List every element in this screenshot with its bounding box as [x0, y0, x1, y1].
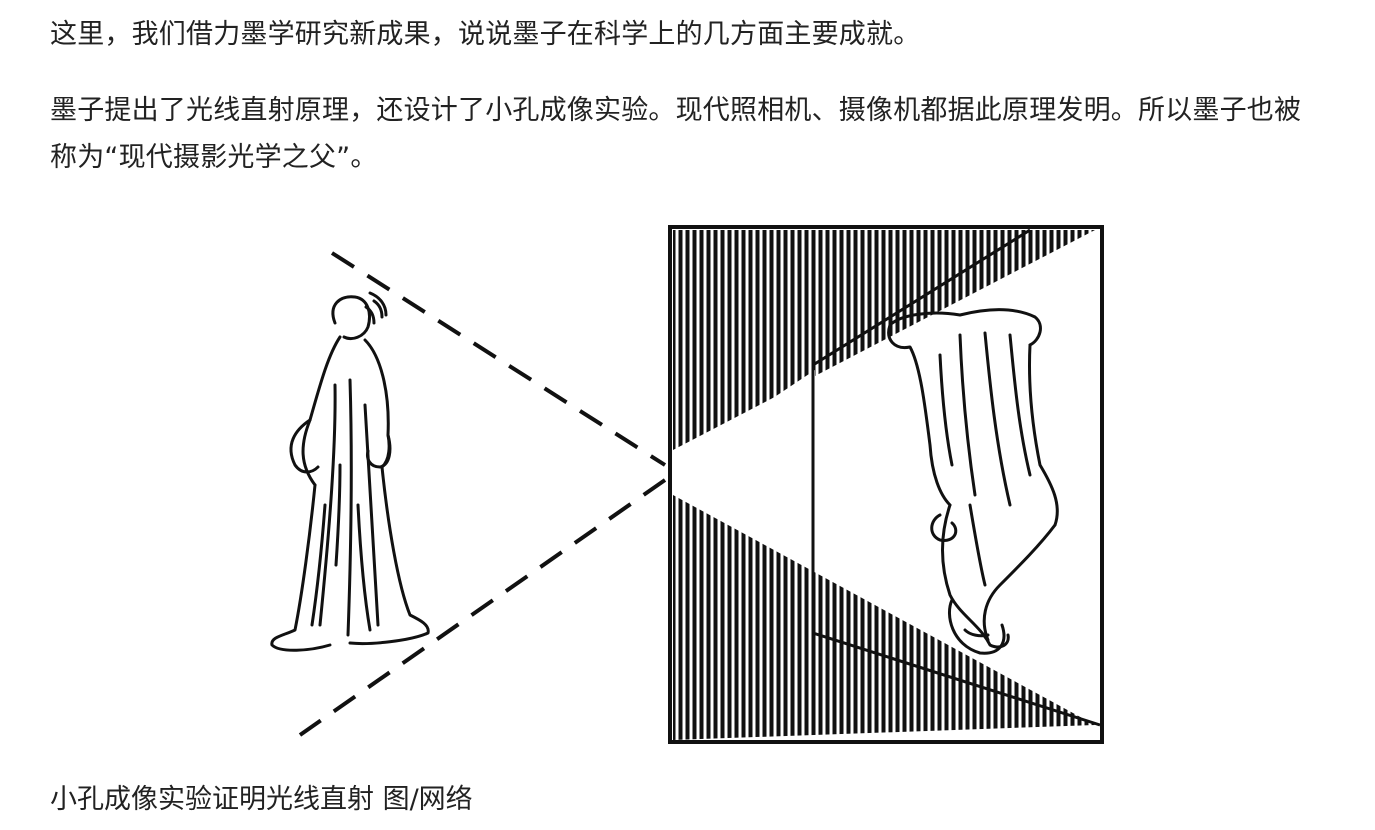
- paragraph-pinhole: 墨子提出了光线直射原理，还设计了小孔成像实验。现代照相机、摄像机都据此原理发明。…: [50, 95, 1302, 173]
- standing-figure: [270, 291, 430, 652]
- screen-box: [665, 225, 1104, 744]
- inverted-figure: [887, 308, 1059, 655]
- figure-caption: 小孔成像实验证明光线直射 图/网络: [50, 784, 473, 815]
- pinhole-camera-illustration: [240, 205, 1120, 750]
- paragraph-intro: 这里，我们借力墨学研究新成果，说说墨子在科学上的几方面主要成就。: [50, 19, 921, 50]
- light-rays: [298, 251, 667, 737]
